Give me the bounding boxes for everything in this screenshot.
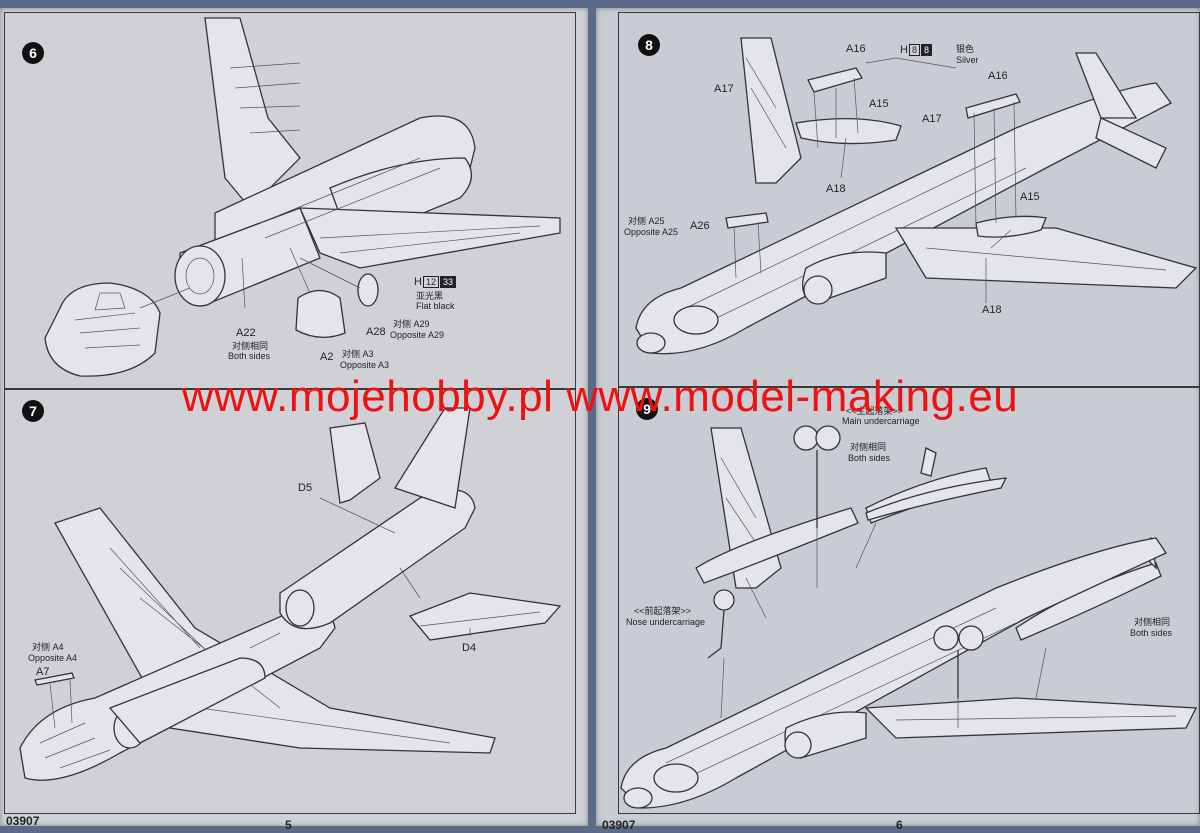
label-both-sides-2-cn: 对侧相同 (1134, 617, 1171, 627)
label-a15-top: A15 (869, 98, 889, 110)
paint-name-cn: 银色 (956, 44, 975, 54)
footer-page-number: 6 (896, 818, 903, 832)
label-a4-opposite-cn: 对侧 A4 (32, 642, 64, 652)
label-both-sides-2-en: Both sides (1130, 628, 1173, 638)
step-7-badge: 7 (22, 400, 44, 422)
label-a29-opposite-en: Opposite A29 (390, 330, 445, 340)
label-a25-opposite-cn: 对侧 A25 (628, 216, 665, 226)
footer-page-number: 5 (285, 818, 292, 832)
step-9-badge: 9 (636, 398, 658, 420)
label-a22: A22 (236, 327, 256, 339)
paint-prefix: H (414, 276, 422, 288)
label-a16-right: A16 (988, 70, 1008, 82)
step-7-panel (4, 388, 576, 814)
paint-name-cn: 亚光黑 (416, 291, 444, 301)
step-6-panel (4, 12, 576, 390)
footer-product-code: 03907 (6, 814, 40, 828)
step-8-aircraft-drawing (635, 37, 1198, 355)
label-d4: D4 (462, 642, 477, 654)
paint-name-en: Silver (956, 55, 979, 65)
paint-code-2: 8 (920, 44, 932, 56)
label-a29-opposite-cn: 对侧 A29 (393, 319, 430, 329)
label-main-undercarriage-en: Main undercarriage (842, 416, 920, 426)
step-6-badge: 6 (22, 42, 44, 64)
label-a4-opposite-en: Opposite A4 (28, 653, 78, 663)
step-7-aircraft-drawing (19, 407, 562, 781)
label-a15-mid: A15 (1020, 191, 1040, 203)
label-a3-opposite-cn: 对侧 A3 (342, 349, 374, 359)
step-9-aircraft-drawing (620, 425, 1198, 809)
label-a17-left: A17 (714, 83, 734, 95)
label-both-sides-1-en: Both sides (848, 453, 891, 463)
label-main-undercarriage-cn: <<主起落架>> (846, 406, 904, 416)
label-nose-undercarriage-en: Nose undercarriage (626, 617, 706, 627)
label-a18-bottom: A18 (982, 304, 1002, 316)
paint-code-2: 33 (439, 276, 456, 288)
instruction-page-left: 6 7 A22 对侧相同 Both sides A28 对侧 A29 Oppos (0, 8, 588, 832)
paint-prefix: H (900, 44, 908, 56)
label-nose-undercarriage-cn: <<前起落架>> (634, 606, 692, 616)
label-a2: A2 (320, 351, 334, 363)
label-a3-opposite-en: Opposite A3 (340, 360, 390, 370)
label-a22-both-sides-cn: 对侧相同 (232, 341, 269, 351)
step-6-aircraft-drawing (44, 17, 561, 377)
label-a7: A7 (36, 666, 50, 678)
label-a16-left: A16 (846, 43, 866, 55)
label-a18-top: A18 (826, 183, 846, 195)
paint-code-1: 12 (422, 276, 439, 288)
step-8-badge: 8 (638, 34, 660, 56)
watermark-text: www.mojehobby.pl www.model-making.eu (181, 372, 1019, 421)
paint-name-en: Flat black (416, 301, 455, 311)
paint-code-1: 8 (908, 44, 920, 56)
label-a17-right: A17 (922, 113, 942, 125)
footer-product-code: 03907 (602, 818, 636, 832)
label-d5: D5 (298, 482, 313, 494)
label-a26: A26 (690, 220, 710, 232)
label-a28: A28 (366, 326, 386, 338)
label-a22-both-sides-en: Both sides (228, 351, 271, 361)
label-a25-opposite-en: Opposite A25 (624, 227, 679, 237)
label-both-sides-1-cn: 对侧相同 (850, 442, 887, 452)
instruction-page-right: 8 9 A16 A16 A17 A17 A1 (596, 8, 1200, 832)
